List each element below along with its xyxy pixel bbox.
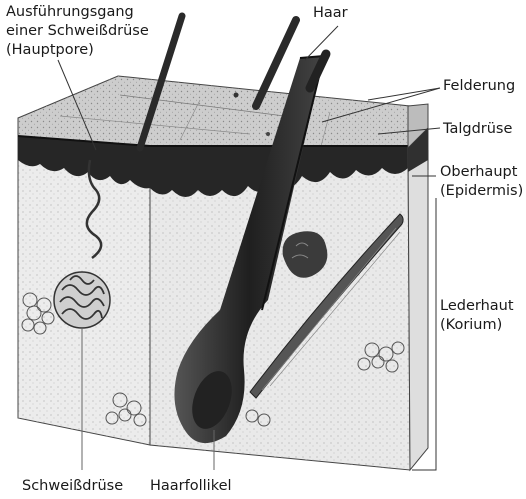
label-schweissdruese: Schweißdrüse bbox=[22, 477, 123, 496]
label-ausfuehrungsgang-3: (Hauptpore) bbox=[6, 41, 94, 60]
label-felderung: Felderung bbox=[443, 77, 515, 96]
label-lederhaut: Lederhaut bbox=[440, 297, 514, 316]
label-ausfuehrungsgang-2: einer Schweißdrüse bbox=[6, 22, 149, 41]
label-oberhaut: Oberhaupt bbox=[440, 163, 517, 182]
label-haarfollikel: Haarfollikel bbox=[150, 477, 232, 496]
right-face bbox=[408, 104, 428, 470]
label-ausfuehrungsgang-1: Ausführungsgang bbox=[6, 3, 134, 22]
label-talgdruese: Talgdrüse bbox=[443, 120, 512, 139]
label-epidermis: (Epidermis) bbox=[440, 182, 523, 201]
label-haar: Haar bbox=[313, 4, 348, 23]
label-korium: (Korium) bbox=[440, 316, 502, 335]
